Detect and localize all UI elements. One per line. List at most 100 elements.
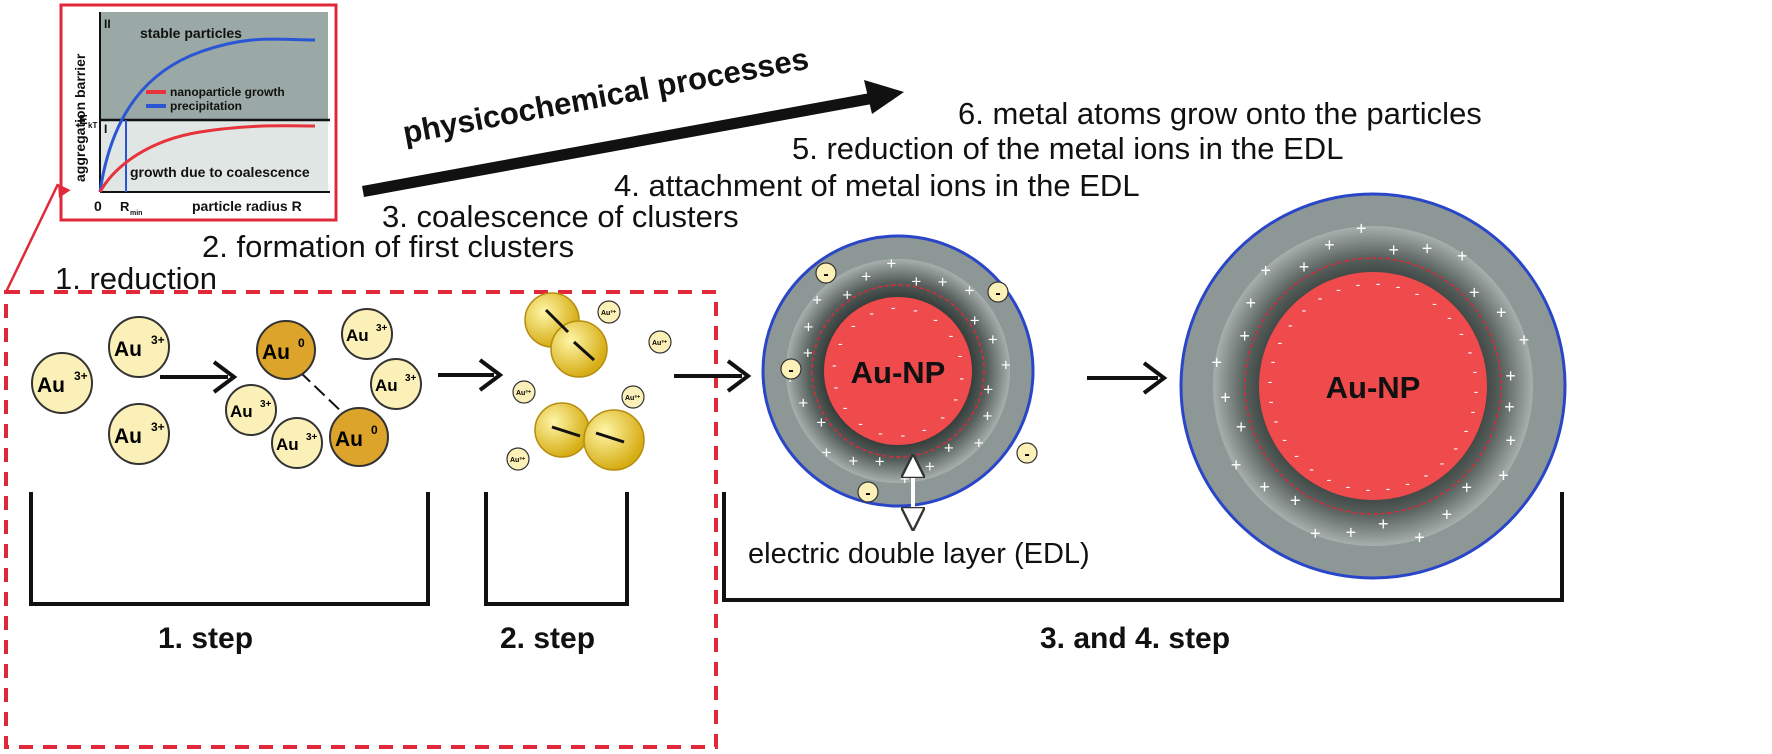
minus-charge: - [878,425,883,441]
step1-label: 1. step [158,622,254,655]
minus-charge: - [1405,475,1410,491]
minus-charge: - [1396,278,1401,294]
minus-charge: - [922,421,927,437]
inset-upper-region [100,12,328,120]
inset-region-i: I [104,122,107,136]
plus-charge: + [1001,355,1011,374]
au-np-label-right: Au-NP [1326,370,1421,405]
minus-charge: - [1309,461,1314,477]
surface-charges-negative: -------------------------------- [1268,275,1479,497]
minus-charge: - [1271,353,1276,369]
small-au-ion: Au³⁺ [621,385,645,409]
plus-charge: + [983,407,993,426]
plus-charge: + [804,317,814,336]
beaker-step1 [29,492,430,606]
counter-ions: - - - - - [780,262,1038,503]
step4-arrow [1087,361,1168,395]
minus-charge: - [1294,447,1299,463]
au3-ion: Au 3+ [225,384,277,436]
small-au-ion: Au³⁺ [648,330,672,354]
inset-stable-label: stable particles [140,25,242,41]
plus-charge: + [1422,239,1433,259]
plus-charge: + [925,457,935,476]
plus-charge: + [816,413,826,432]
inset-origin: 0 [94,198,102,214]
plus-charge: + [812,290,822,309]
plus-charge: + [1324,235,1335,255]
au3-ion: Au 3+ [341,308,393,360]
au-np-core [824,297,972,445]
svg-text:3+: 3+ [74,369,88,383]
grown-particle: Au-NP -------------------------------- +… [1179,192,1567,580]
plus-charge: + [965,281,975,300]
plus-charge: + [1442,505,1453,525]
plus-charge: + [803,344,813,363]
svg-text:3+: 3+ [151,333,165,347]
plus-charge: + [1469,283,1480,303]
minus-charge: - [958,347,963,363]
svg-text:-: - [865,485,870,502]
plus-charge: + [1378,514,1389,534]
edl-charges-positive: ++++++++++++++++++++++++ [785,254,1011,489]
svg-text:-: - [788,362,793,379]
minus-charge: - [1288,317,1293,333]
svg-text:Au: Au [114,338,142,361]
plus-charge: + [1414,527,1425,547]
plus-charge: + [1457,246,1468,266]
svg-text:0: 0 [298,336,305,350]
inset-coalescence-label: growth due to coalescence [130,164,310,180]
minus-charge: - [1269,393,1274,409]
step2-label: 2. step [500,622,596,655]
step1-ions: Au 3+ Au 3+ Au 3+ [31,316,170,465]
small-au-ion: Au³⁺ [506,447,530,471]
inset-legend-growth: nanoparticle growth [170,85,285,99]
plus-charge: + [970,311,980,330]
minus-charge: - [1473,363,1478,379]
process-step-6: 6. metal atoms grow onto the particles [958,96,1482,131]
minus-charge: - [1318,290,1323,306]
minus-charge: - [1274,413,1279,429]
plus-charge: + [886,254,896,273]
au-np-label-left: Au-NP [851,355,946,390]
plus-charge: + [1505,430,1516,450]
svg-text:-: - [995,285,1000,302]
plus-charge: + [1496,302,1507,322]
plus-charge: + [1259,477,1270,497]
minus-charge: - [1415,285,1420,301]
inset-rmin-main: R [120,199,130,214]
inset-connector [4,183,60,293]
plus-charge: + [983,380,993,399]
minus-charge: - [1327,471,1332,487]
minus-charge: - [832,357,837,373]
au3-ion: Au 3+ [108,403,170,465]
plus-charge: + [1239,326,1250,346]
svg-text:3+: 3+ [151,420,165,434]
minus-charge: - [834,379,839,395]
inset-lower-region [100,120,328,192]
svg-text:Au³⁺: Au³⁺ [625,395,641,402]
minus-charge: - [933,311,938,327]
svg-text:3+: 3+ [260,399,272,410]
inset-ekt-main: E [79,112,88,127]
svg-text:Au: Au [375,376,398,395]
minus-charge: - [851,317,856,333]
svg-text:Au³⁺: Au³⁺ [510,457,526,464]
minus-charge: - [1366,481,1371,497]
svg-text:Au³⁺: Au³⁺ [652,340,668,347]
au3-ion: Au 3+ [108,316,170,378]
plus-charge: + [1246,293,1257,313]
minus-charge: - [1268,373,1273,389]
plus-charge: + [1236,417,1247,437]
minus-charge: - [869,305,874,321]
minus-charge: - [1336,281,1341,297]
small-au-ion: Au³⁺ [597,300,621,324]
inset-ylabel: aggregation barrier [72,53,88,182]
svg-text:0: 0 [371,423,378,437]
process-arrow [362,80,904,197]
au-np-core-large [1259,272,1487,500]
plus-charge: + [1212,353,1223,373]
inset-precipitation-curve [98,37,316,193]
edl-charges-positive: ++++++++++++++++++++++++++++ [1212,219,1530,548]
minus-charge: - [1282,431,1287,447]
plus-charge: + [875,452,885,471]
